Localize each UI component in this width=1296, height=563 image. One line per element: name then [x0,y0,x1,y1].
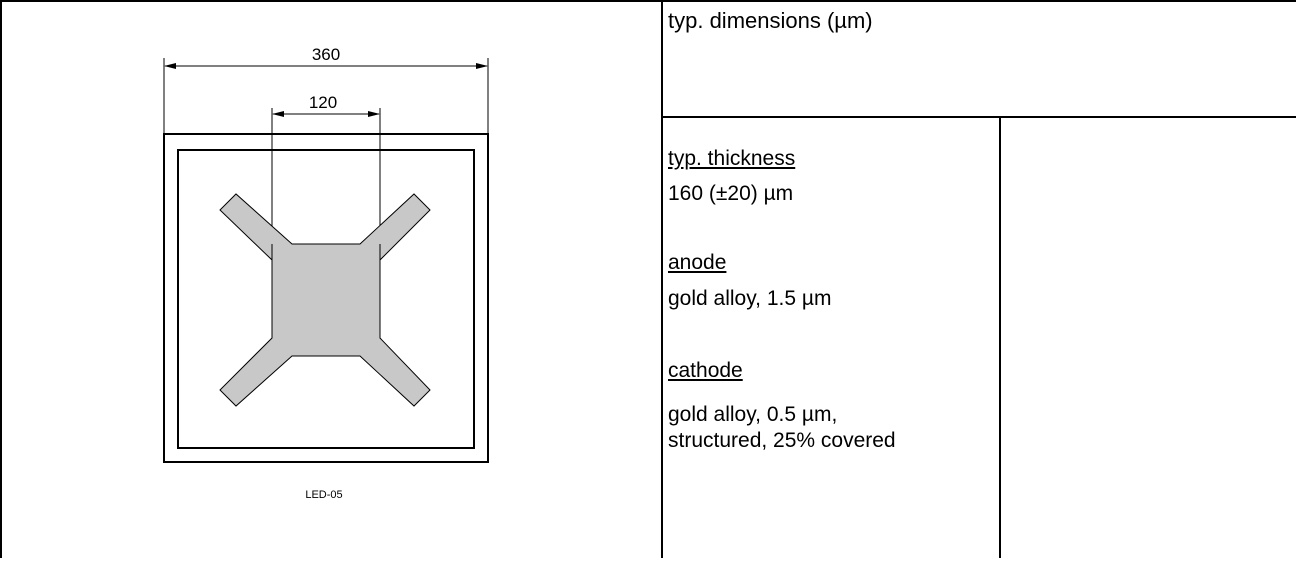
cathode-value-line2: structured, 25% covered [668,429,896,452]
chip-drawing-panel: 360 120 LED-05 [2,2,662,558]
anode-value: gold alloy, 1.5 µm [668,287,832,310]
chip-drawing: 360 120 LED-05 [163,45,489,501]
thickness-value: 160 (±20) µm [668,182,794,205]
anode-spec: anode gold alloy, 1.5 µm [668,250,993,312]
chip-inner-outline [177,149,475,449]
cathode-value-line1: gold alloy, 0.5 µm, [668,403,838,426]
part-label: LED-05 [305,489,342,501]
outer-dimension-label: 360 [312,45,340,64]
cathode-spec: cathode gold alloy, 0.5 µm, structured, … [668,358,993,454]
chip-outer-outline [163,133,489,463]
thickness-spec: typ. thickness 160 (±20) µm [668,146,993,207]
thickness-label: typ. thickness [668,147,796,170]
dimensions-header: typ. dimensions (µm) [668,8,873,33]
column-divider [661,0,663,558]
contact-pad [219,193,431,407]
inner-dimension-label: 120 [309,93,337,112]
cathode-label: cathode [668,359,743,382]
header-divider [663,116,1296,118]
inner-column-divider [999,118,1001,558]
anode-label: anode [668,251,727,274]
